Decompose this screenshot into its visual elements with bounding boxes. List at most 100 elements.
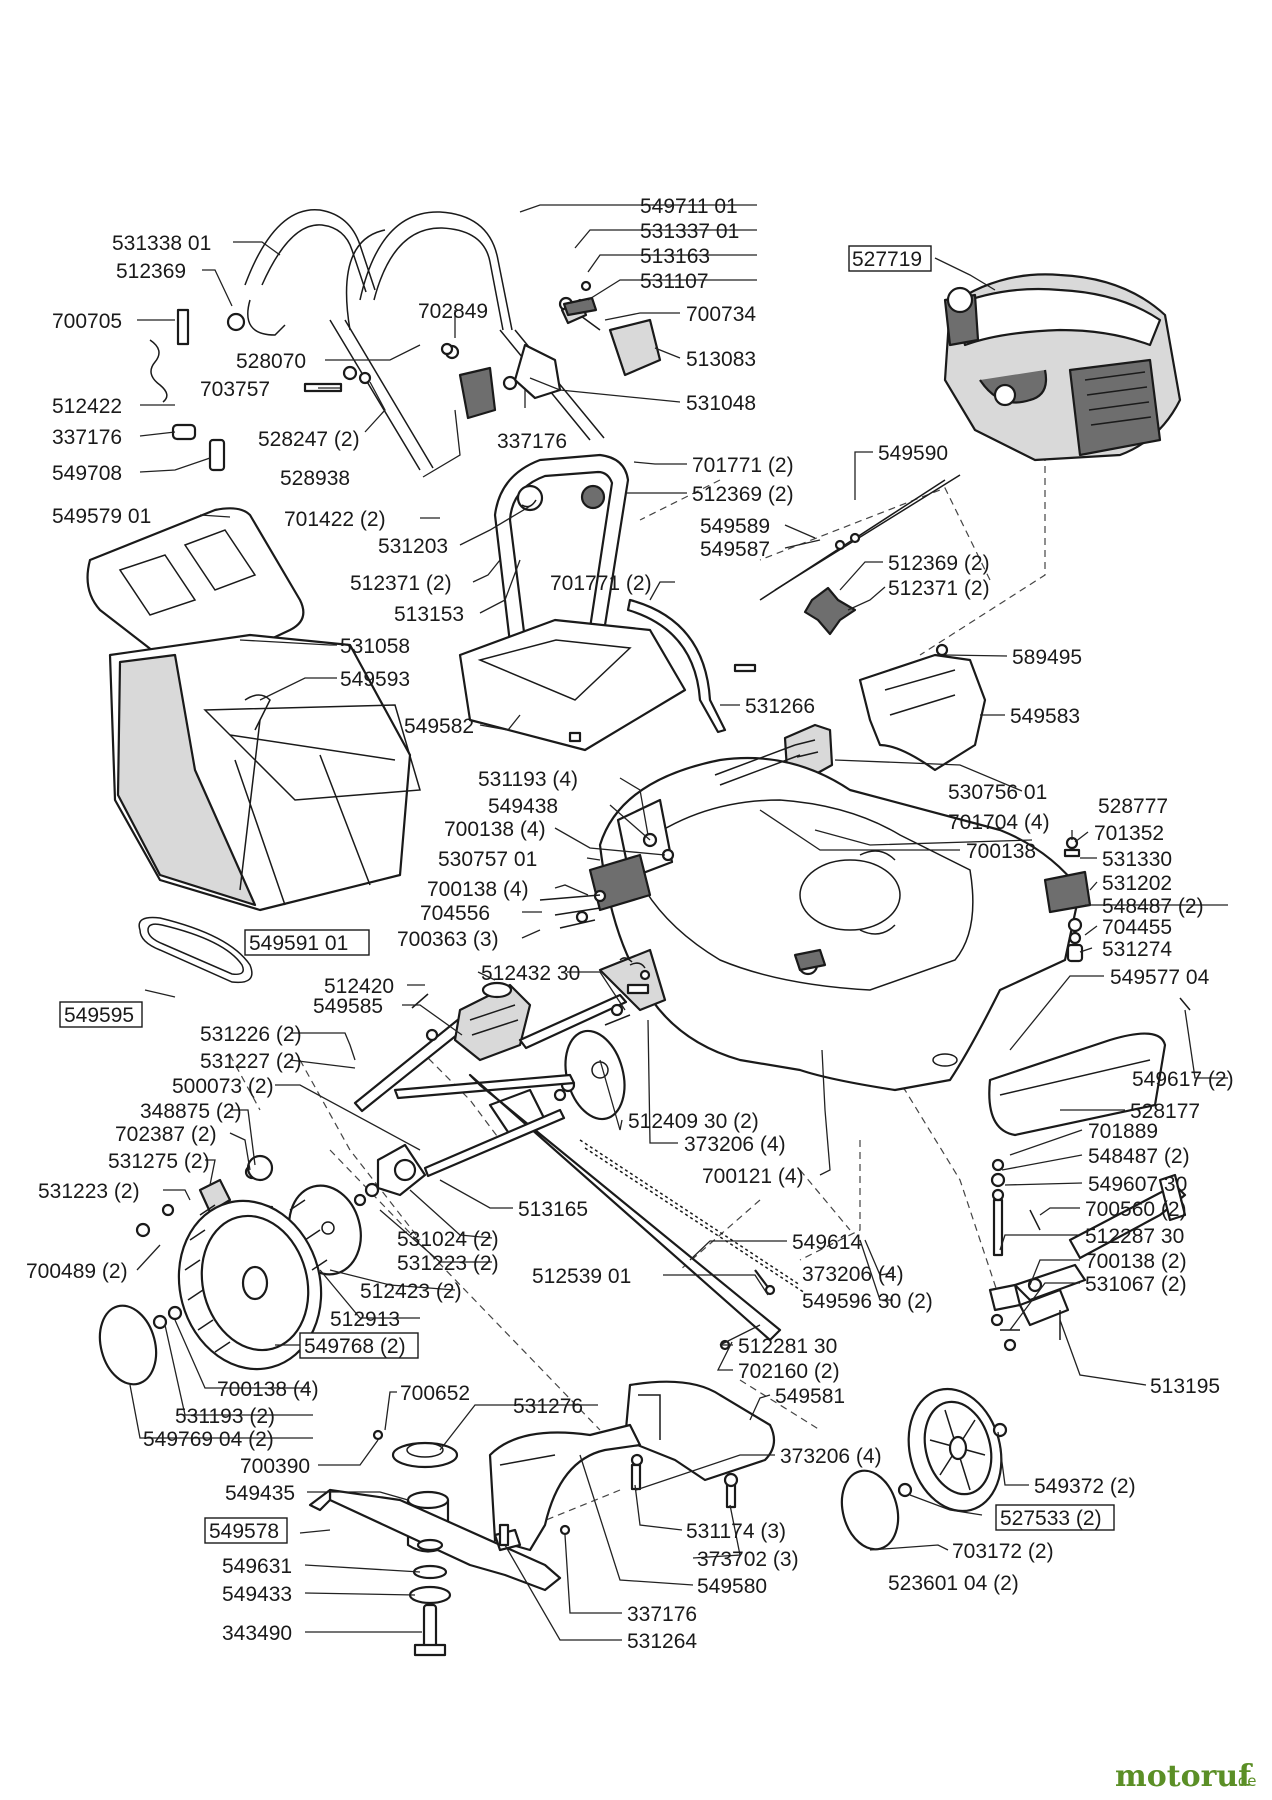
- part-label: 549578: [209, 1520, 279, 1543]
- part-label: 549593: [340, 668, 410, 691]
- part-label: 700138 (4): [444, 818, 546, 841]
- part-label: 528247 (2): [258, 428, 360, 451]
- part-label: 512422: [52, 395, 122, 418]
- part-label: 373206 (4): [684, 1133, 786, 1156]
- part-label: 531203: [378, 535, 448, 558]
- part-illustrations: [86, 209, 1191, 1657]
- label-box-527533: [995, 1504, 1115, 1531]
- part-label: 700560 (2): [1085, 1198, 1187, 1221]
- part-label: 343490: [222, 1622, 292, 1645]
- part-label: 700652: [400, 1382, 470, 1405]
- part-label: 531193 (4): [478, 768, 578, 791]
- part-label: 549591 01: [249, 932, 348, 955]
- part-label: 549583: [1010, 705, 1080, 728]
- part-label: 531227 (2): [200, 1050, 302, 1073]
- part-label: 531226 (2): [200, 1023, 302, 1046]
- part-label: 512409 30 (2): [628, 1110, 759, 1133]
- part-label: 531193 (2): [175, 1405, 275, 1428]
- part-label: 704455: [1102, 916, 1172, 939]
- label-box-549595: [59, 1001, 143, 1028]
- part-label: 373206 (4): [802, 1263, 904, 1286]
- watermark: motoruf .de: [1115, 1759, 1257, 1794]
- part-label: 700390: [240, 1455, 310, 1478]
- label-box-527719: [848, 245, 932, 272]
- part-label: 512371 (2): [888, 577, 990, 600]
- part-label: 512369 (2): [888, 552, 990, 575]
- part-label: 528177: [1130, 1100, 1200, 1123]
- part-label: 531024 (2): [397, 1228, 499, 1251]
- part-label: 531202: [1102, 872, 1172, 895]
- label-box-549591-01: [244, 929, 370, 956]
- part-label: 531275 (2): [108, 1150, 210, 1173]
- part-label: 701771 (2): [550, 572, 652, 595]
- part-label: 531058: [340, 635, 410, 658]
- part-label: 549577 04: [1110, 966, 1210, 989]
- part-label: 549617 (2): [1132, 1068, 1234, 1091]
- part-label: 512432 30: [481, 962, 580, 985]
- part-label: 528070: [236, 350, 306, 373]
- part-label: 700734: [686, 303, 756, 326]
- part-label: 700363 (3): [397, 928, 499, 951]
- part-label: 549590: [878, 442, 948, 465]
- part-label: 531223 (2): [38, 1180, 140, 1203]
- watermark-suffix: .de: [1233, 1772, 1257, 1790]
- part-label: 513083: [686, 348, 756, 371]
- part-label: 531330: [1102, 848, 1172, 871]
- part-label: 589495: [1012, 646, 1082, 669]
- part-label: 530757 01: [438, 848, 537, 871]
- part-label: 702160 (2): [738, 1360, 840, 1383]
- part-label: 701422 (2): [284, 508, 386, 531]
- part-label: 513195: [1150, 1375, 1220, 1398]
- part-label: 513165: [518, 1198, 588, 1221]
- part-label: 513153: [394, 603, 464, 626]
- part-label: 531223 (2): [397, 1252, 499, 1275]
- part-label: 531264: [627, 1630, 697, 1653]
- part-label: 702387 (2): [115, 1123, 217, 1146]
- part-label: 523601 04 (2): [888, 1572, 1019, 1595]
- part-label: 700705: [52, 310, 122, 333]
- part-label: 701889: [1088, 1120, 1158, 1143]
- part-label: 549438: [488, 795, 558, 818]
- part-label: 549433: [222, 1583, 292, 1606]
- part-label: 531266: [745, 695, 815, 718]
- part-label: 549708: [52, 462, 122, 485]
- part-label: 531338 01: [112, 232, 211, 255]
- part-label: 548487 (2): [1088, 1145, 1190, 1168]
- part-label: 373702 (3): [697, 1548, 799, 1571]
- part-label: 549711 01: [640, 195, 738, 218]
- part-label: 702849: [418, 300, 488, 323]
- part-label: 531067 (2): [1085, 1273, 1187, 1296]
- part-label: 531276: [513, 1395, 583, 1418]
- part-label: 531107: [640, 270, 709, 293]
- part-label: 549768 (2): [304, 1335, 406, 1358]
- part-label: 703172 (2): [952, 1540, 1054, 1563]
- part-label: 348875 (2): [140, 1100, 242, 1123]
- part-label: 373206 (4): [780, 1445, 882, 1468]
- leader-lines: [129, 204, 1228, 1641]
- part-label: 700121 (4): [702, 1165, 804, 1188]
- part-label: 549579 01: [52, 505, 151, 528]
- part-label: 700138: [966, 840, 1036, 863]
- part-label: 530756 01: [948, 781, 1047, 804]
- part-label: 512369: [116, 260, 186, 283]
- part-label: 549607 30: [1088, 1173, 1187, 1196]
- part-label: 528938: [280, 467, 350, 490]
- part-label: 549580: [697, 1575, 767, 1598]
- part-label: 527719: [852, 248, 922, 271]
- part-label: 700138 (4): [217, 1378, 319, 1401]
- part-label: 700138 (4): [427, 878, 529, 901]
- part-label: 549581: [775, 1385, 845, 1408]
- part-label: 513163: [640, 245, 710, 268]
- part-label: 549614: [792, 1231, 862, 1254]
- part-label: 531337 01: [640, 220, 739, 243]
- part-label: 701352: [1094, 822, 1164, 845]
- part-label: 548487 (2): [1102, 895, 1204, 918]
- part-label: 701704 (4): [948, 811, 1050, 834]
- part-label: 701771 (2): [692, 454, 794, 477]
- part-label: 337176: [52, 426, 122, 449]
- part-labels: 549711 01 531338 01 531337 01 512369 513…: [26, 195, 1234, 1653]
- part-label: 549585: [313, 995, 383, 1018]
- part-label: 704556: [420, 902, 490, 925]
- part-label: 527533 (2): [1000, 1507, 1102, 1530]
- label-box-549578: [204, 1517, 288, 1544]
